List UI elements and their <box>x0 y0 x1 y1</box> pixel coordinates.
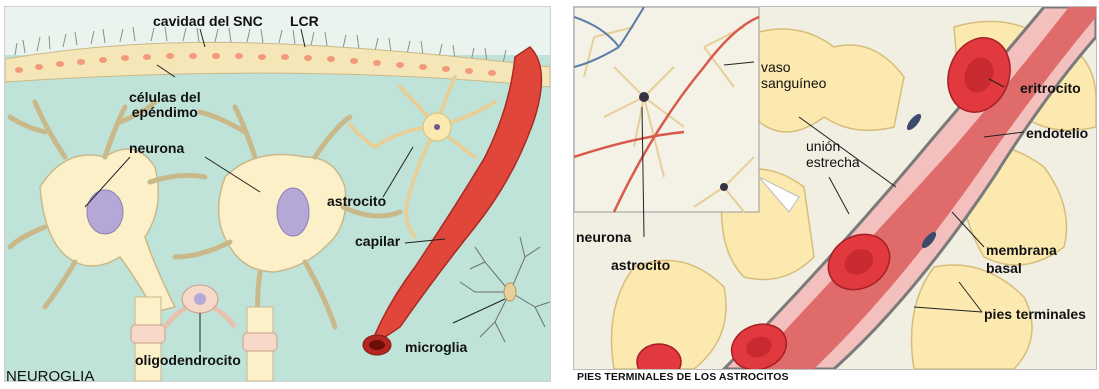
label-endothelium: endotelio <box>1026 125 1088 141</box>
neuron-right-nucleus <box>277 188 309 236</box>
label-cns-cavity: cavidad del SNC <box>153 13 263 29</box>
label-astrocyte: astrocito <box>327 193 386 209</box>
label-blood-vessel: vaso sanguíneo <box>761 59 826 91</box>
inset-box <box>574 7 759 212</box>
label-erythrocyte: eritrocito <box>1020 80 1081 96</box>
label-oligodendrocyte: oligodendrocito <box>135 352 241 368</box>
caption-neuroglia: NEUROGLIA <box>6 368 94 385</box>
label-basal-membrane: membrana basal <box>986 241 1057 277</box>
inset-astrocyte-nucleus <box>639 92 649 102</box>
label-csf: LCR <box>290 13 319 29</box>
capillary-lumen <box>369 340 385 350</box>
label-tight-junction: unión estrecha <box>806 138 860 170</box>
oligodendrocyte-nucleus <box>194 293 206 305</box>
label-capillary: capilar <box>355 233 400 249</box>
astrocyte-end-feet-panel: vaso sanguíneo unión estrecha eritrocito… <box>573 6 1097 370</box>
inset-astrocyte-nucleus-2 <box>720 183 728 191</box>
label-microglia: microglia <box>405 339 467 355</box>
caption-astrocyte-end-feet: PIES TERMINALES DE LOS ASTROCITOS <box>577 371 789 383</box>
neuroglia-panel: cavidad del SNC LCR células del epéndimo… <box>4 6 551 382</box>
label-astrocyte-right: astrocito <box>611 257 670 273</box>
neuron-left-nucleus <box>87 190 123 234</box>
label-neuron-right: neurona <box>576 229 631 245</box>
microglia-body <box>504 283 516 301</box>
capillary <box>370 47 541 347</box>
astrocyte-nucleus <box>434 124 440 130</box>
label-end-feet: pies terminales <box>984 306 1086 322</box>
neuroglia-illustration <box>5 7 550 381</box>
label-ependymal-cells: células del epéndimo <box>129 90 201 120</box>
label-neuron: neurona <box>129 140 184 156</box>
